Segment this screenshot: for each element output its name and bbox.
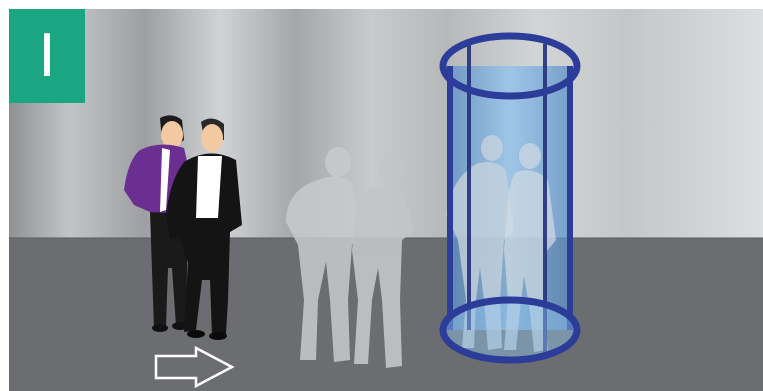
step-badge-label: I [9, 9, 85, 103]
step-badge: I [9, 9, 85, 103]
revolving-door [443, 36, 577, 360]
